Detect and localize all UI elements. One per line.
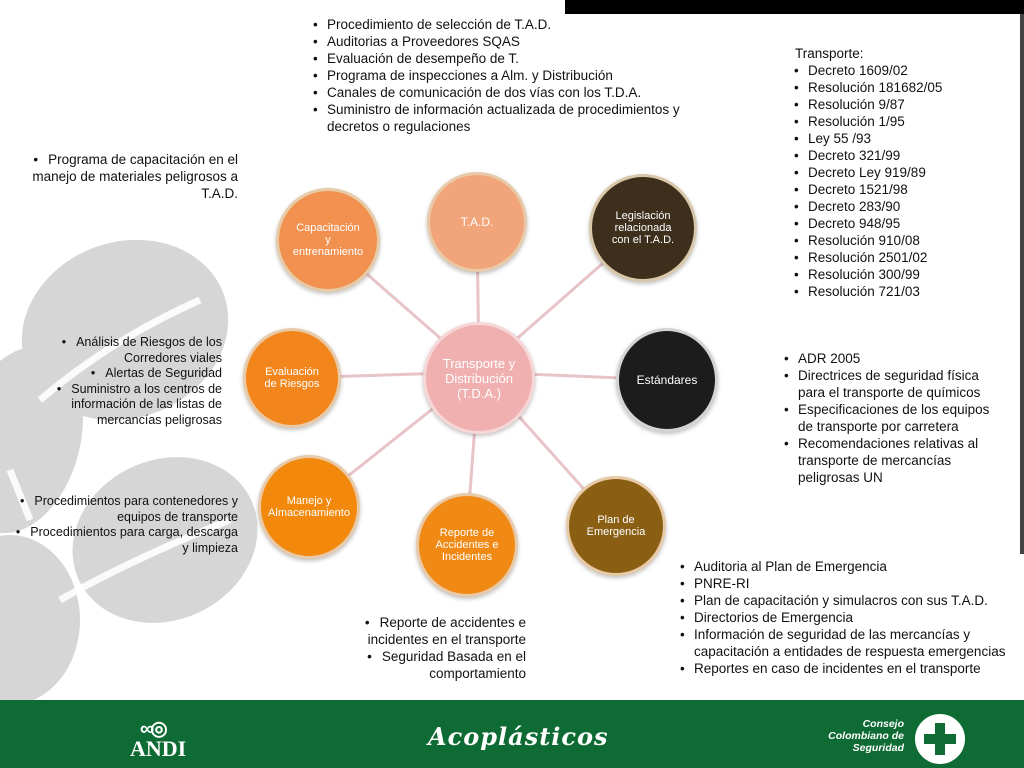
consejo-logo-line: Colombiano de — [828, 730, 904, 742]
legislacion-list: Decreto 1609/02 Resolución 181682/05 Res… — [790, 62, 1010, 300]
tad-list: Procedimiento de selección de T.A.D. Aud… — [309, 16, 709, 135]
node-plan-emergencia: Plan de Emergencia — [566, 476, 666, 576]
list-item: Decreto 1609/02 — [790, 62, 1010, 79]
evaluacion-list: Análisis de Riesgos de los Corredores vi… — [40, 335, 222, 428]
list-item: Evaluación de desempeño de T. — [309, 50, 709, 67]
node-center: Transporte y Distribución (T.D.A.) — [423, 322, 535, 434]
estandares-list: ADR 2005 Directrices de seguridad física… — [780, 350, 1005, 486]
node-capacitacion: Capacitación y entrenamiento — [276, 188, 380, 292]
list-item: Directrices de seguridad física para el … — [780, 367, 1005, 401]
list-item: Procedimientos para contenedores y equip… — [14, 494, 238, 525]
acoplasticos-logo: Acoplásticos — [428, 722, 609, 751]
list-item: Suministro a los centros de información … — [40, 382, 222, 429]
node-legislacion: Legislación relacionada con el T.A.D. — [589, 174, 697, 282]
node-tad: T.A.D. — [427, 172, 527, 272]
plan-emergencia-list: Auditoria al Plan de Emergencia PNRE-RI … — [676, 558, 1016, 677]
list-item: Seguridad Basada en el comportamiento — [330, 648, 526, 682]
andi-logo: ∞◎ ANDI — [130, 716, 210, 761]
list-item: Programa de inspecciones a Alm. y Distri… — [309, 67, 709, 84]
andi-mark-icon: ∞◎ — [140, 718, 168, 740]
list-item: Decreto 948/95 — [790, 215, 1010, 232]
list-item: ADR 2005 — [780, 350, 1005, 367]
list-item: Resolución 181682/05 — [790, 79, 1010, 96]
list-item: Especificaciones de los equipos de trans… — [780, 401, 1005, 435]
node-manejo-almacenamiento: Manejo y Almacenamiento — [258, 455, 360, 559]
safety-cross-icon — [915, 714, 965, 764]
list-item: Decreto 1521/98 — [790, 181, 1010, 198]
list-item: Procedimientos para carga, descarga y li… — [14, 525, 238, 556]
list-item: Decreto 283/90 — [790, 198, 1010, 215]
list-item: Plan de capacitación y simulacros con su… — [676, 592, 1016, 609]
legislacion-title: Transporte: — [795, 46, 864, 61]
top-black-bar — [565, 0, 1024, 14]
footer-bar — [0, 700, 1024, 768]
list-item: Resolución 910/08 — [790, 232, 1010, 249]
list-item: Alertas de Seguridad — [40, 366, 222, 382]
andi-logo-text: ANDI — [130, 736, 187, 761]
list-item: Directorios de Emergencia — [676, 609, 1016, 626]
list-item: Información de seguridad de las mercancí… — [676, 626, 1016, 660]
manejo-list: Procedimientos para contenedores y equip… — [14, 494, 238, 556]
consejo-logo-line: Consejo — [862, 718, 904, 730]
list-item: Resolución 300/99 — [790, 266, 1010, 283]
list-item: Decreto 321/99 — [790, 147, 1010, 164]
list-item: Reportes en caso de incidentes en el tra… — [676, 660, 1016, 677]
list-item: Resolución 9/87 — [790, 96, 1010, 113]
list-item: Programa de capacitación en el manejo de… — [28, 151, 238, 202]
consejo-logo-line: Seguridad — [852, 742, 904, 754]
list-item: Auditoria al Plan de Emergencia — [676, 558, 1016, 575]
list-item: Reporte de accidentes e incidentes en el… — [330, 614, 526, 648]
right-edge-line — [1020, 14, 1024, 554]
list-item: Decreto Ley 919/89 — [790, 164, 1010, 181]
reporte-list: Reporte de accidentes e incidentes en el… — [330, 614, 526, 682]
list-item: Suministro de información actualizada de… — [309, 101, 709, 135]
list-item: Auditorias a Proveedores SQAS — [309, 33, 709, 50]
list-item: PNRE-RI — [676, 575, 1016, 592]
list-item: Resolución 2501/02 — [790, 249, 1010, 266]
list-item: Procedimiento de selección de T.A.D. — [309, 16, 709, 33]
node-evaluacion-riesgos: Evaluación de Riesgos — [243, 328, 341, 428]
list-item: Resolución 1/95 — [790, 113, 1010, 130]
list-item: Recomendaciones relativas al transporte … — [780, 435, 1005, 486]
list-item: Ley 55 /93 — [790, 130, 1010, 147]
list-item: Resolución 721/03 — [790, 283, 1010, 300]
node-estandares: Estándares — [616, 328, 718, 432]
list-item: Análisis de Riesgos de los Corredores vi… — [40, 335, 222, 366]
capacitacion-list: Programa de capacitación en el manejo de… — [28, 151, 238, 202]
list-item: Canales de comunicación de dos vías con … — [309, 84, 709, 101]
consejo-seguridad-logo-text: Consejo Colombiano de Seguridad — [820, 718, 904, 754]
node-reporte-accidentes: Reporte de Accidentes e Incidentes — [416, 493, 518, 597]
